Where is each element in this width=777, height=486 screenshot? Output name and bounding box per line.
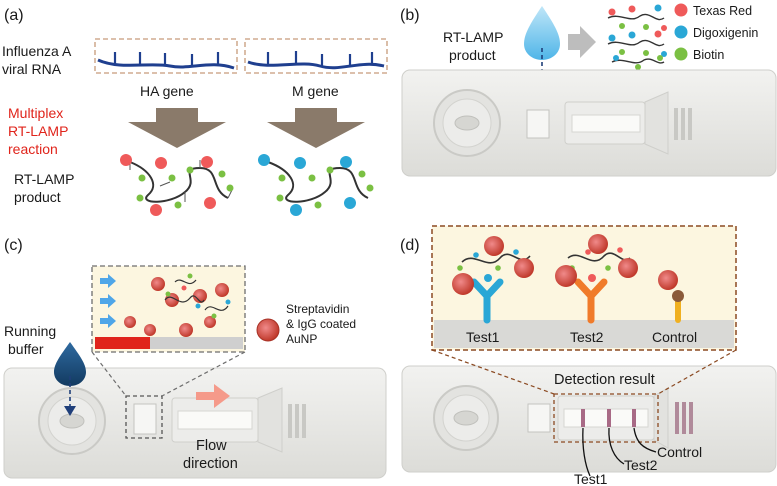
reaction-arrow-m xyxy=(267,108,365,148)
m-product-molecule xyxy=(258,154,374,216)
test2-antibody xyxy=(574,278,608,324)
panel-a: (a) Influenza A viral RNA HA gene M gene… xyxy=(2,7,388,216)
d-test2-label: Test2 xyxy=(570,329,604,345)
c-inset-nanoparticles xyxy=(124,277,229,337)
running-buffer-label-line1: Running xyxy=(4,323,56,339)
callout-test2-label: Test2 xyxy=(624,457,658,473)
d-zoom-line-right xyxy=(657,349,737,395)
m-rna-ticks xyxy=(266,51,374,66)
running-buffer-label-line2: buffer xyxy=(8,341,44,357)
legend-label-texas-red: Texas Red xyxy=(693,4,752,18)
c-zoom-line-right xyxy=(161,351,246,397)
c-conjugate-pad xyxy=(95,337,150,349)
d-zoom-line-left xyxy=(431,349,555,395)
d-callout-lines xyxy=(582,427,657,477)
product-label-line2: product xyxy=(14,189,61,205)
viral-rna-label-line1: Influenza A xyxy=(2,43,72,59)
legend-dot-texas-red xyxy=(674,3,688,17)
aunp-legend-icon xyxy=(256,318,280,342)
m-rna-strand xyxy=(247,60,385,70)
b-grey-arrow xyxy=(568,26,596,58)
panel-a-label: (a) xyxy=(4,7,24,24)
m-gene-box xyxy=(244,38,388,74)
c-zoom-line-left xyxy=(91,351,127,397)
aunp-label-line1: Streptavidin xyxy=(286,302,349,316)
b-product-label-line1: RT-LAMP xyxy=(443,29,503,45)
d-test1-label: Test1 xyxy=(466,329,500,345)
flow-label-line2: direction xyxy=(183,456,238,472)
test1-antibody xyxy=(470,278,504,324)
ha-rna-ticks xyxy=(113,52,220,66)
detection-result-title: Detection result xyxy=(554,372,655,388)
d-result-window-highlight xyxy=(553,393,659,443)
c-test-strip xyxy=(3,367,387,479)
viral-rna-label-line2: viral RNA xyxy=(2,61,62,77)
callout-test1-label: Test1 xyxy=(574,471,608,486)
ha-product-molecule xyxy=(120,154,234,216)
running-buffer-droplet xyxy=(54,342,86,386)
c-inset-products xyxy=(164,279,229,311)
flow-label-line1: Flow xyxy=(196,438,227,454)
b-mini-products xyxy=(607,4,667,70)
legend-label-biotin: Biotin xyxy=(693,48,724,62)
reaction-label-line2: RT-LAMP xyxy=(8,123,68,139)
panel-b-label: (b) xyxy=(400,7,420,24)
product-label-line1: RT-LAMP xyxy=(14,171,74,187)
c-flow-arrows xyxy=(100,274,116,328)
c-inset-labels xyxy=(165,273,231,319)
panel-c-label: (c) xyxy=(4,237,23,254)
reaction-label-line3: reaction xyxy=(8,141,58,157)
reaction-label-line1: Multiplex xyxy=(8,105,63,121)
reaction-arrow-ha xyxy=(128,108,226,148)
m-gene-label: M gene xyxy=(292,83,339,99)
control-antibody xyxy=(658,270,684,323)
d-test-strip xyxy=(401,365,777,473)
panel-c: (c) S xyxy=(3,237,387,479)
panel-d: (d) xyxy=(400,225,777,486)
legend-label-digoxigenin: Digoxigenin xyxy=(693,26,758,40)
buffer-arrowhead xyxy=(64,406,76,416)
test1-complex xyxy=(452,236,534,295)
ha-gene-label: HA gene xyxy=(140,83,194,99)
test2-complex xyxy=(555,234,638,287)
aunp-label-line3: AuNP xyxy=(286,332,317,346)
b-test-strip xyxy=(401,69,777,177)
aunp-label-line2: & IgG coated xyxy=(286,317,356,331)
callout-control-label: Control xyxy=(657,444,702,460)
sample-droplet-b xyxy=(524,6,560,60)
d-control-label: Control xyxy=(652,329,697,345)
ha-rna-strand xyxy=(97,58,235,70)
legend-dot-biotin xyxy=(674,47,688,61)
d-inset-membrane xyxy=(434,320,734,348)
b-product-label-line2: product xyxy=(449,47,496,63)
c-sample-pad-highlight xyxy=(125,395,163,439)
panel-b: (b) RT-LAMP product Texas Red Digoxigeni… xyxy=(400,3,777,177)
panel-d-label: (d) xyxy=(400,237,420,254)
flow-direction-arrow xyxy=(196,384,230,408)
legend-dot-digoxigenin xyxy=(674,25,688,39)
